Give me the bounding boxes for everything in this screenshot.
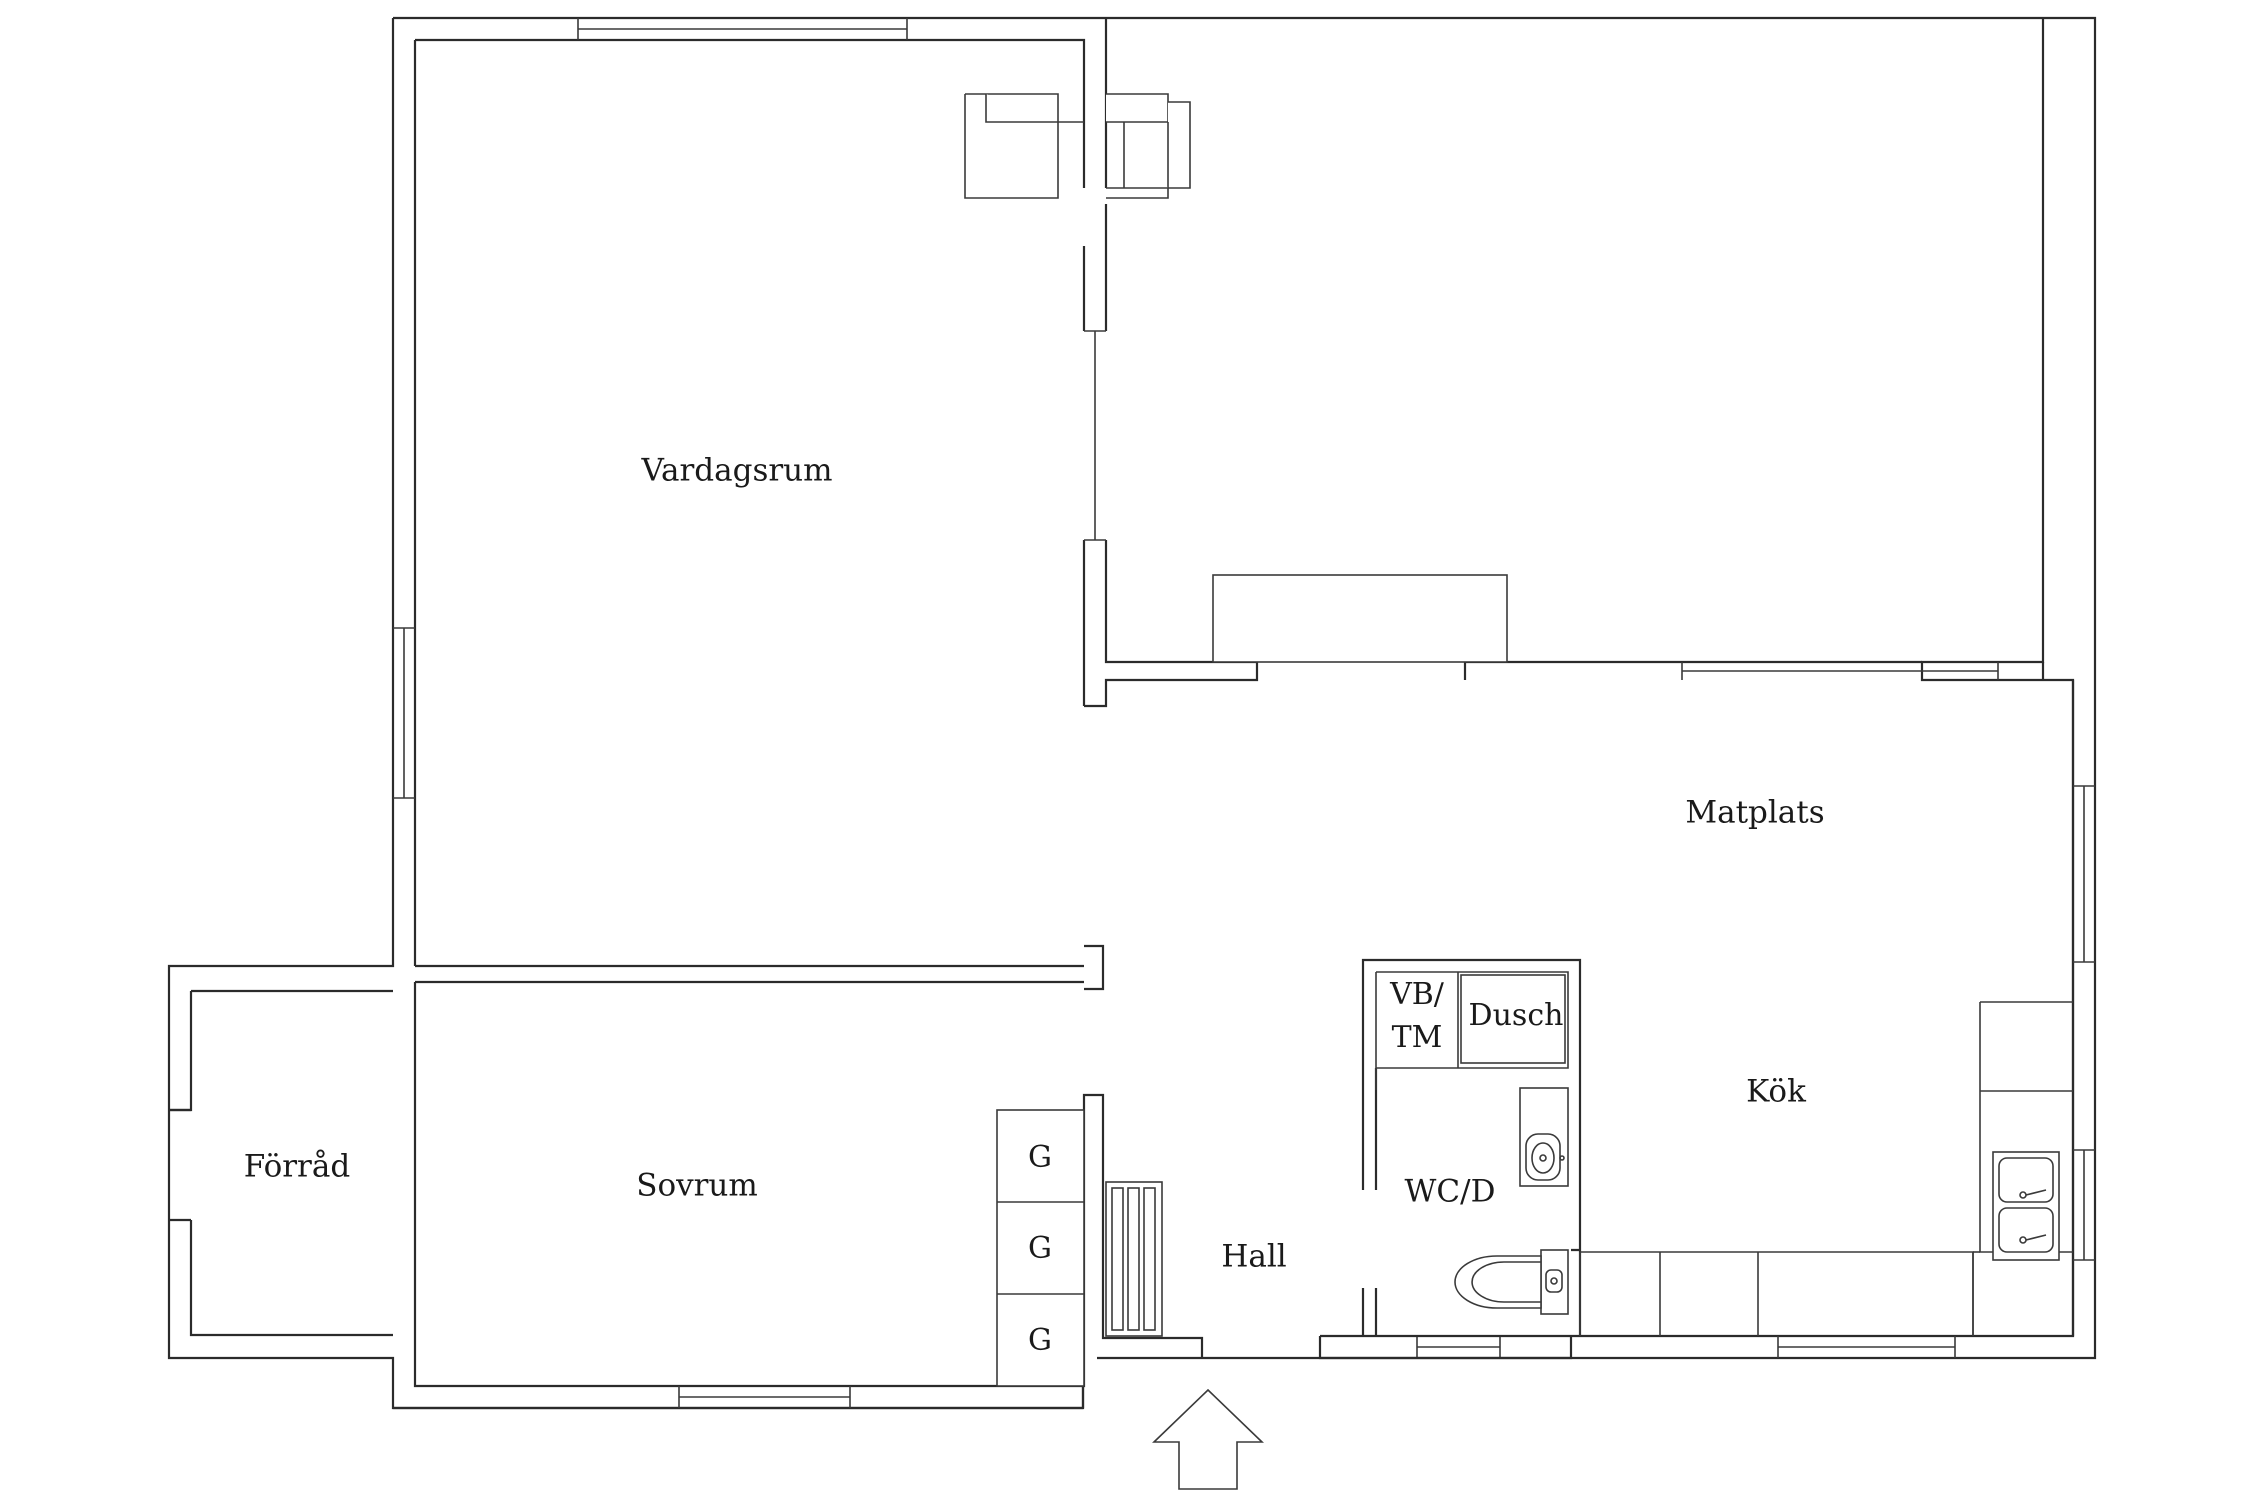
entrance-arrow-icon (1152, 1388, 1264, 1490)
fireplace (964, 93, 1191, 199)
radiator-icon (1105, 1181, 1163, 1337)
room-label-sovrum: Sovrum (636, 1168, 758, 1204)
room-label-vbtm-line2: TM (1392, 1020, 1443, 1055)
room-label-kok: Kök (1746, 1074, 1806, 1110)
room-label-wcd: WC/D (1405, 1174, 1496, 1210)
bathroom (1361, 958, 1582, 1336)
built-in-unit (1212, 574, 1508, 663)
room-label-vardagsrum: Vardagsrum (640, 453, 832, 489)
kitchen-sink-icon (1992, 1151, 2060, 1261)
wardrobe-label: G (1028, 1140, 1052, 1175)
kitchen-cabinets (1579, 1001, 2073, 1336)
room-label-hall: Hall (1221, 1239, 1286, 1275)
room-label-matplats: Matplats (1685, 795, 1824, 831)
room-label-dusch: Dusch (1469, 998, 1564, 1033)
room-label-forrad: Förråd (244, 1149, 350, 1185)
sink-icon (1525, 1133, 1565, 1181)
wardrobe-label: G (1028, 1231, 1052, 1266)
toilet-icon (1454, 1249, 1569, 1315)
wardrobe-label: G (1028, 1323, 1052, 1358)
wardrobe-group (996, 1109, 1085, 1387)
room-label-vbtm-line1: VB/ (1389, 977, 1445, 1012)
shower (1460, 974, 1566, 1064)
